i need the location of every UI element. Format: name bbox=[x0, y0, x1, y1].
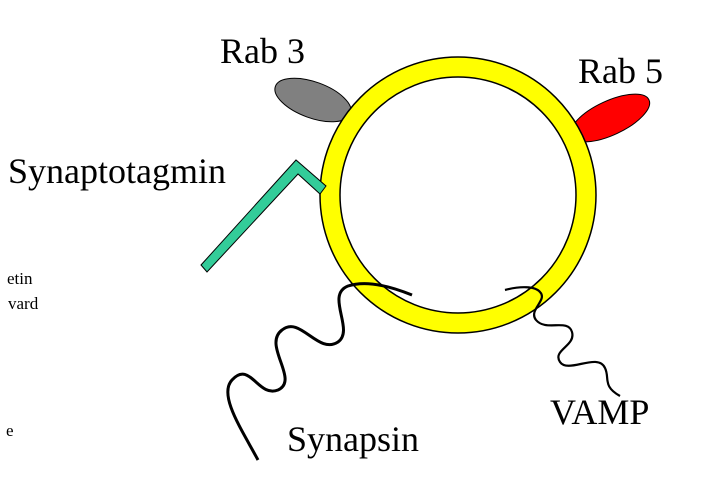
vamp-label: VAMP bbox=[550, 392, 649, 432]
synaptotagmin-label: Synaptotagmin bbox=[8, 151, 226, 191]
cut-off-text-line2: vard bbox=[8, 294, 39, 313]
vamp-protein bbox=[504, 286, 621, 397]
synapsin-label: Synapsin bbox=[287, 419, 419, 459]
vesicle-membrane bbox=[319, 56, 597, 334]
rab5-label: Rab 5 bbox=[578, 51, 663, 91]
synapsin-protein bbox=[226, 282, 413, 461]
rab3-label: Rab 3 bbox=[220, 31, 305, 71]
cut-off-text-line3: e bbox=[6, 421, 14, 440]
cut-off-text-line1: etin bbox=[7, 269, 33, 288]
synaptotagmin-protein bbox=[200, 159, 327, 273]
